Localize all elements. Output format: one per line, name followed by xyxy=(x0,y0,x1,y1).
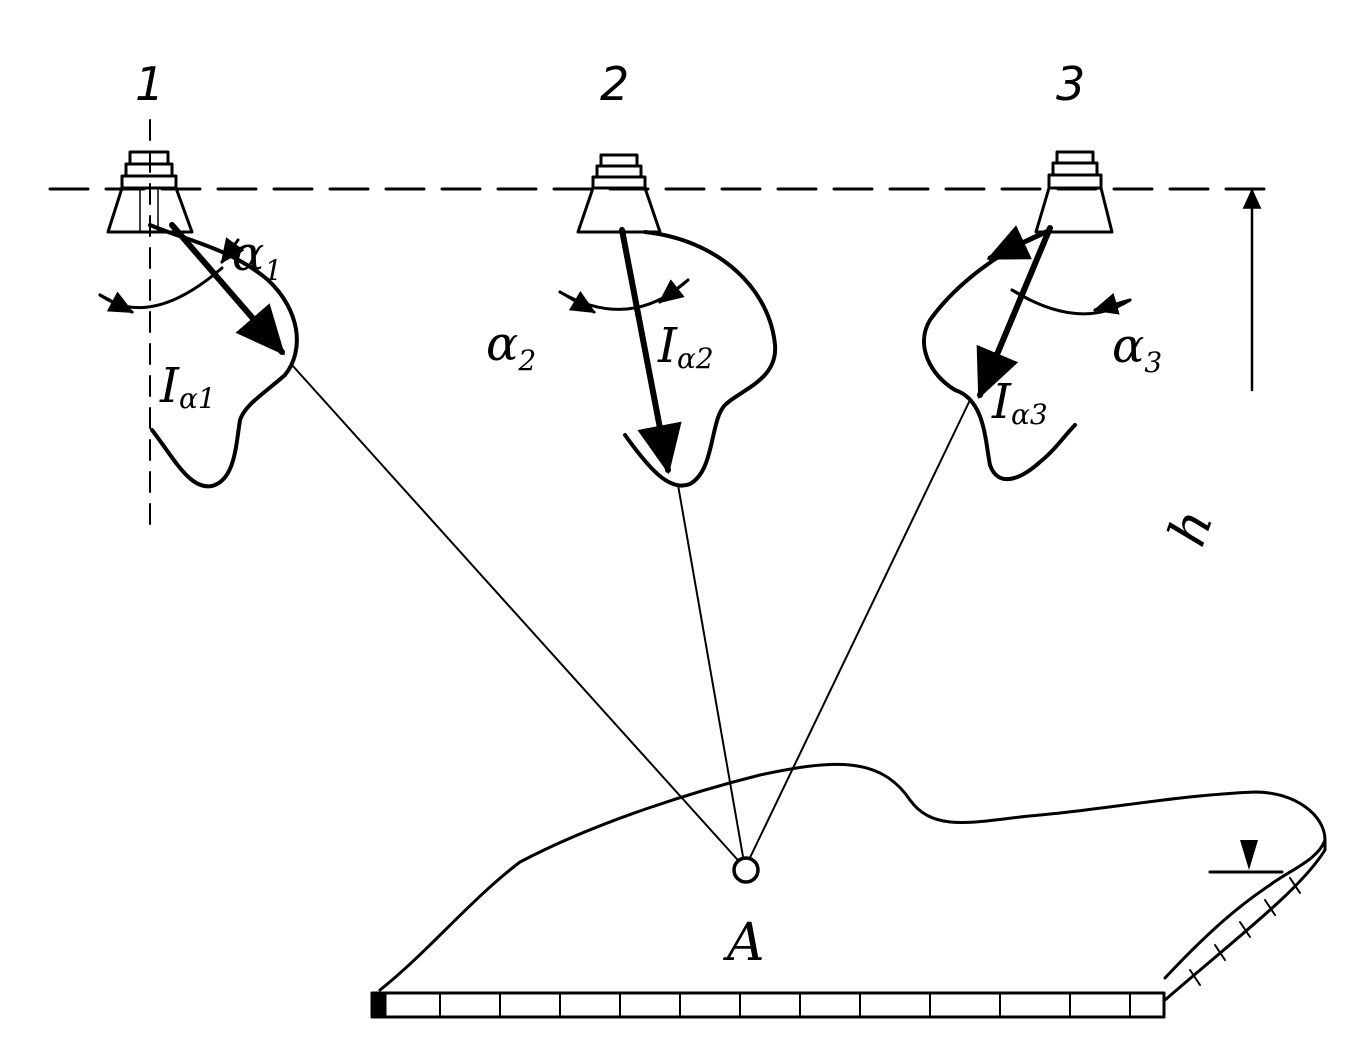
ray-lamp-1-to-a xyxy=(291,364,746,869)
ground-surface xyxy=(370,762,1327,1019)
lamp-3-number: 3 xyxy=(1056,57,1085,111)
lamp-3-angle-index: 3 xyxy=(1144,346,1162,379)
level-marker xyxy=(1208,840,1284,874)
lamp-3-intensity-index: α3 xyxy=(1011,398,1048,431)
lamp-1-angle-index: 1 xyxy=(264,254,282,287)
lamp-1-intensity-symbol: I xyxy=(159,358,180,414)
lamp-1-icon xyxy=(106,150,194,234)
lamp-2-angle-index: 2 xyxy=(517,344,536,377)
lamp-1-intensity-vector xyxy=(169,222,285,356)
lamp-3-angle-arc xyxy=(1010,288,1132,316)
lamp-2: 2 α2 Iα2 xyxy=(486,57,778,488)
svg-text:Iα3: Iα3 xyxy=(991,374,1048,431)
lamp-3-intensity-symbol: I xyxy=(991,374,1012,430)
lamp-1-angle-symbol: α xyxy=(232,226,264,282)
svg-text:α1: α1 xyxy=(232,226,282,287)
lamp-2-intensity-index: α2 xyxy=(677,342,714,375)
svg-text:Iα2: Iα2 xyxy=(657,318,714,375)
svg-text:α3: α3 xyxy=(1112,318,1162,379)
lamp-1-intensity-index: α1 xyxy=(179,382,216,415)
lamp-2-intensity-symbol: I xyxy=(657,318,678,374)
point-a xyxy=(732,856,760,884)
lamp-2-number: 2 xyxy=(600,57,629,111)
lamp-2-intensity-vector xyxy=(619,227,682,475)
svg-text:α2: α2 xyxy=(486,316,536,377)
ray-lamp-2-to-a xyxy=(677,484,746,869)
height-label: h xyxy=(1157,502,1225,554)
lamp-3-icon xyxy=(1034,150,1114,234)
lamp-3: 3 α3 Iα3 xyxy=(922,57,1162,482)
lamp-3-angle-symbol: α xyxy=(1112,318,1144,374)
lamp-2-icon xyxy=(576,153,662,234)
lamp-3-intensity-vector xyxy=(976,225,1053,400)
lamp-2-angle-symbol: α xyxy=(486,316,518,372)
lamp-1-number: 1 xyxy=(135,57,164,111)
lamp-1-angle-arc xyxy=(98,266,224,310)
ray-lamp-3-to-a xyxy=(744,399,971,869)
lamp-1: 1 α1 Iα1 xyxy=(98,57,299,526)
svg-text:Iα1: Iα1 xyxy=(159,358,216,415)
point-a-label: A xyxy=(723,913,765,973)
